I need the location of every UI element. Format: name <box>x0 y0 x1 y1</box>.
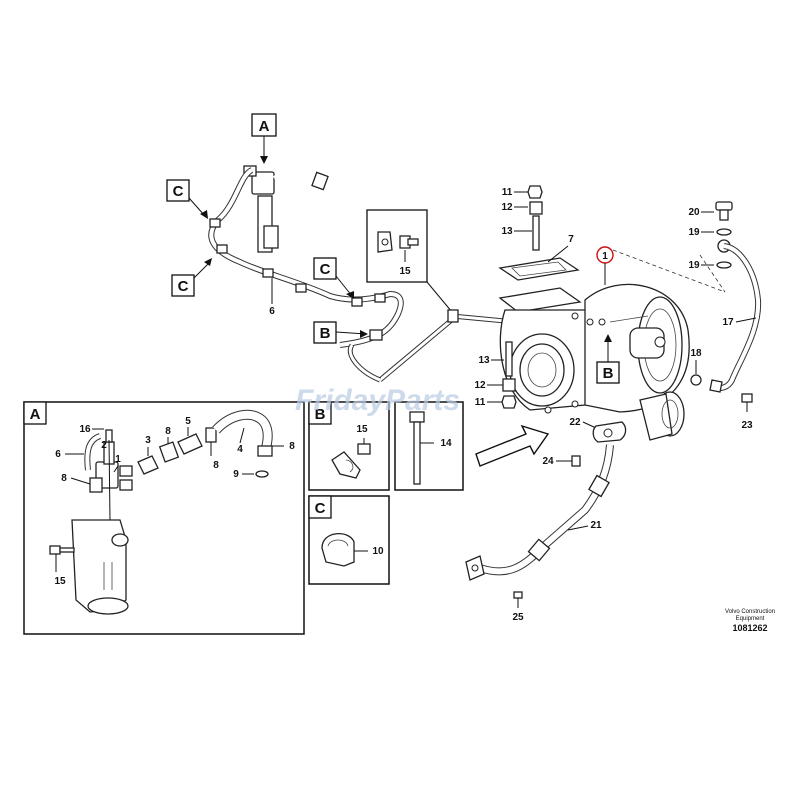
part-number-20: 20 <box>688 207 700 218</box>
part-number-11: 11 <box>502 187 513 198</box>
part-number-13: 13 <box>501 226 513 237</box>
part-number-21: 21 <box>590 520 602 531</box>
callout-c-label: C <box>173 183 184 200</box>
direction-arrow <box>475 424 550 467</box>
part-number-19: 19 <box>688 227 700 238</box>
inset-a-part-9: 9 <box>233 469 239 480</box>
caption-line-1: Volvo Construction <box>725 609 775 615</box>
callout-c-box <box>313 257 337 280</box>
part-number-13: 13 <box>478 355 490 366</box>
watermark: FridayParts <box>295 384 460 417</box>
part-number-19: 19 <box>688 260 700 271</box>
inset-a-part-8: 8 <box>61 473 67 484</box>
callout-c-box <box>171 274 195 297</box>
part-number-24: 24 <box>542 456 554 467</box>
inset-b-part-15: 15 <box>356 424 368 435</box>
inset-a-part-8: 8 <box>165 426 171 437</box>
part-number-7: 7 <box>568 234 574 245</box>
inset-a-part-1: 1 <box>115 454 121 465</box>
part-number-22: 22 <box>569 417 581 428</box>
inset-a-part-3: 3 <box>145 435 151 446</box>
caption-block: Volvo Construction Equipment 1081262 <box>725 609 775 633</box>
part-number-15: 15 <box>399 266 411 277</box>
middle-stud-set: 13 12 11 <box>474 341 517 409</box>
inset-a-part-6: 6 <box>55 449 61 460</box>
inset-c-label: C <box>315 500 326 517</box>
oil-feed-line: 20 19 19 17 18 23 <box>688 201 762 431</box>
part-number-17: 17 <box>722 317 734 328</box>
inset-a-part-15: 15 <box>54 576 66 587</box>
inset-c-panel: C 10 <box>308 495 390 585</box>
callout-c-box <box>166 179 190 202</box>
inset-a-part-16: 16 <box>79 424 91 435</box>
oil-return-line: 22 24 21 25 <box>465 417 627 623</box>
inset-a-part-4: 4 <box>237 444 243 455</box>
part-number-11: 11 <box>475 397 486 408</box>
inset-part-14: 14 <box>440 438 452 449</box>
inset-b-panel: B 15 <box>308 401 390 491</box>
callout-c-label: C <box>178 278 189 295</box>
callout-b-label: B <box>603 365 614 382</box>
callout-b-label: B <box>320 325 331 342</box>
part-number-18: 18 <box>690 348 702 359</box>
top-hose-assembly: A C C C <box>166 113 404 348</box>
part-number-23: 23 <box>741 420 753 431</box>
part-number-12: 12 <box>501 202 513 213</box>
inset-c-part-10: 10 <box>372 546 384 557</box>
inset-a-part-8: 8 <box>213 460 219 471</box>
inset-a-part-5: 5 <box>185 416 191 427</box>
callout-a-label: A <box>259 118 270 135</box>
inset-bracket-15: 15 <box>347 209 601 383</box>
inset-a-label: A <box>30 406 41 423</box>
inset-a-panel: A 15 16 6 8 2 1 3 8 <box>23 401 305 635</box>
inset-b-label: B <box>315 406 326 423</box>
part-number-25: 25 <box>512 612 524 623</box>
part-number-12: 12 <box>474 380 486 391</box>
part-number-1: 1 <box>602 251 608 262</box>
drawing-code: 1081262 <box>732 623 767 633</box>
inset-stud-14: 14 <box>394 401 464 491</box>
part-number-6: 6 <box>269 306 275 317</box>
turbocharger: 7 B 1 <box>498 234 726 441</box>
caption-line-2: Equipment <box>736 616 765 622</box>
inset-a-part-8: 8 <box>289 441 295 452</box>
callout-c-label: C <box>320 261 331 278</box>
top-stud-set: 11 12 13 <box>501 185 543 251</box>
inset-a-part-2: 2 <box>101 440 107 451</box>
